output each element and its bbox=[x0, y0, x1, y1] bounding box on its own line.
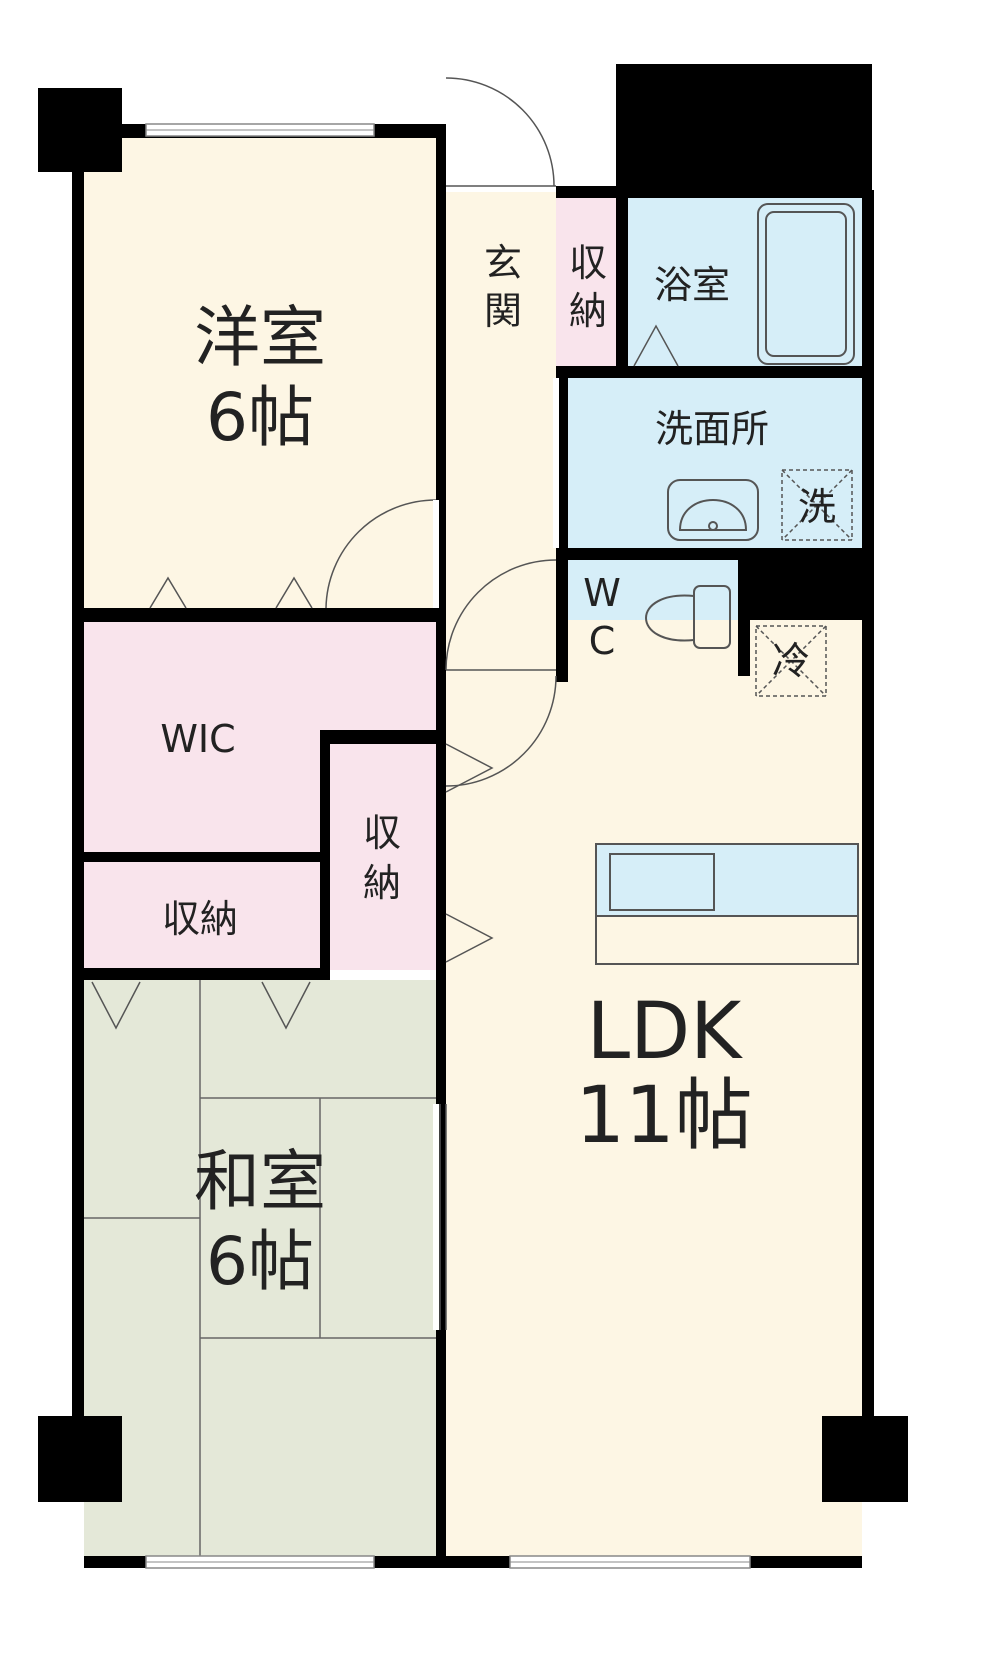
kitchen-counter bbox=[595, 843, 859, 965]
ldk-floor bbox=[446, 620, 862, 1556]
entrance-floor bbox=[446, 192, 556, 680]
washer-space bbox=[781, 469, 853, 541]
japanese-room-floor bbox=[84, 980, 436, 1556]
windows bbox=[145, 123, 751, 1569]
japanese-room-name: 和室 bbox=[194, 1143, 326, 1220]
storage-center-label-1: 収 bbox=[363, 811, 401, 855]
wic-label: WIC bbox=[160, 717, 235, 761]
western-room-floor bbox=[84, 138, 436, 612]
wc-label-1: W bbox=[583, 571, 621, 615]
fridge-mark: 冷 bbox=[772, 639, 810, 683]
storage-left-label: 収納 bbox=[162, 897, 238, 941]
entrance-label-2: 関 bbox=[484, 289, 522, 333]
entrance-label-1: 玄 bbox=[484, 241, 522, 285]
washroom-floor bbox=[568, 378, 862, 550]
wc-label-2: C bbox=[589, 619, 616, 663]
fridge-space bbox=[755, 625, 827, 697]
bathroom-label: 浴室 bbox=[654, 263, 730, 307]
japanese-room-size: 6帖 bbox=[206, 1223, 314, 1300]
bathtub bbox=[757, 203, 855, 365]
storage-left-floor bbox=[84, 862, 320, 970]
washroom-label: 洗面所 bbox=[655, 407, 769, 451]
storage-top-label-2: 納 bbox=[569, 289, 607, 333]
western-room-name: 洋室 bbox=[194, 299, 326, 376]
bathroom-floor bbox=[628, 198, 862, 370]
wash-basin bbox=[667, 479, 759, 541]
ldk-name: LDK bbox=[587, 987, 744, 1077]
storage-top-label-1: 収 bbox=[569, 241, 607, 285]
storage-top-floor bbox=[556, 192, 618, 370]
ldk-size: 11帖 bbox=[575, 1071, 752, 1161]
doors bbox=[91, 77, 679, 1330]
washer-mark: 洗 bbox=[798, 485, 836, 529]
toilet bbox=[645, 585, 731, 649]
tatami-lines bbox=[84, 980, 436, 1556]
storage-center-label-2: 納 bbox=[363, 861, 401, 905]
western-room-size: 6帖 bbox=[206, 379, 314, 456]
storage-center-floor bbox=[330, 744, 436, 970]
